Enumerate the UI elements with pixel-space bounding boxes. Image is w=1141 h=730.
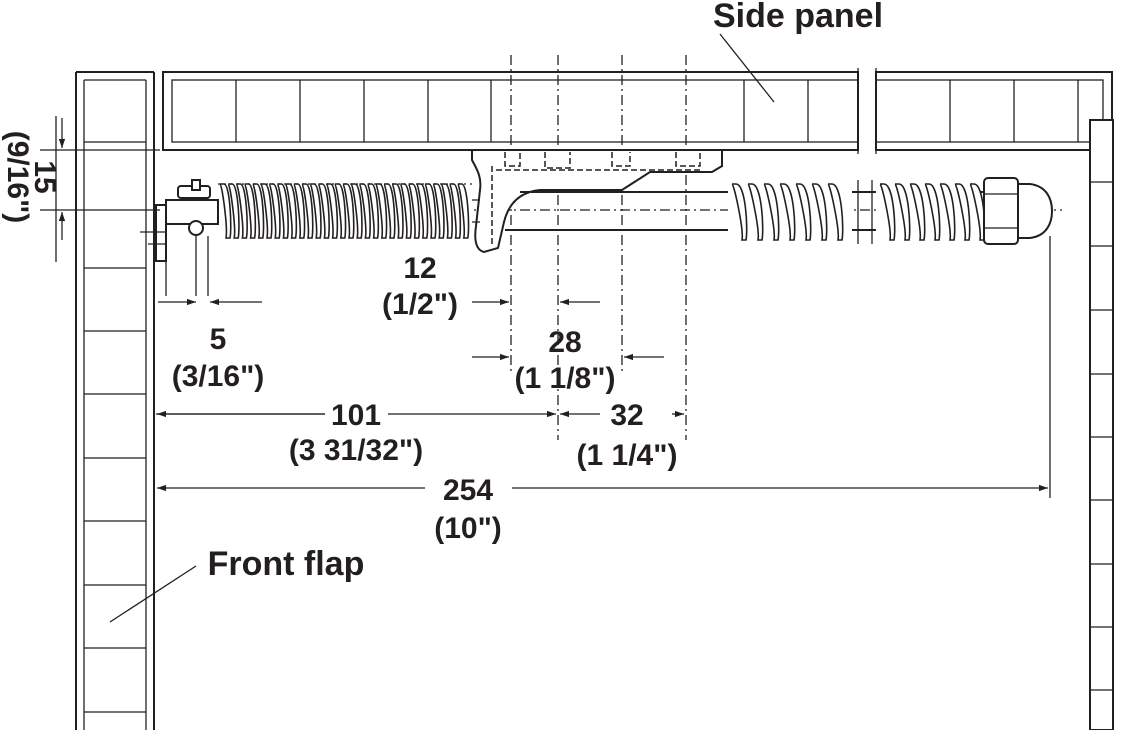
spring-coil	[440, 183, 453, 239]
spring-coil	[268, 183, 281, 239]
side-panel	[162, 68, 1113, 154]
spring-coil	[448, 183, 462, 239]
spring-coil	[284, 183, 298, 239]
dim-12-mm: 12	[403, 252, 436, 285]
dim-101-in: (3 31/32")	[289, 434, 423, 467]
spring-coil	[879, 183, 896, 241]
spring-coil	[731, 183, 748, 241]
rear-panel	[1089, 119, 1114, 730]
side-panel-label: Side panel	[713, 0, 883, 35]
dim-28-mm: 28	[548, 326, 581, 359]
left-spring	[218, 183, 472, 239]
spring-coil	[939, 183, 956, 241]
spring-coil	[763, 183, 780, 241]
spring-coil	[457, 183, 470, 239]
spring-coil	[811, 183, 828, 241]
spring-coil	[827, 183, 844, 241]
front-flap	[75, 71, 155, 730]
spring-coil	[325, 183, 339, 239]
center-lines	[160, 55, 1062, 440]
spring-coil	[424, 183, 437, 239]
front-flap-label: Front flap	[208, 545, 365, 583]
spring-coil	[407, 183, 421, 239]
spring-coil	[219, 183, 232, 239]
spring-coil	[924, 183, 941, 241]
spring-coil	[334, 183, 347, 239]
spring-coil	[317, 183, 330, 239]
spring-coil	[747, 183, 764, 241]
spring-coil	[235, 183, 248, 239]
spring-coil	[375, 183, 388, 239]
spring-coil	[795, 183, 812, 241]
spring-coil	[243, 183, 257, 239]
spring-coil	[954, 183, 971, 241]
dim-5-mm: 5	[210, 323, 227, 356]
spring-coil	[358, 183, 371, 239]
dim-5-in: (3/16")	[172, 360, 265, 393]
mounting-bracket	[471, 149, 723, 254]
side-panel-cells	[235, 80, 1079, 142]
spring-coil	[293, 183, 306, 239]
left-fitting	[140, 179, 219, 296]
spring-coil	[301, 183, 314, 239]
spring-coil	[260, 183, 273, 239]
spring-coil	[252, 183, 265, 239]
right-spring	[728, 180, 986, 244]
dim-12-in: (1/2")	[382, 288, 458, 321]
end-cap-nut	[983, 177, 1054, 245]
dim-254-mm: 254	[443, 474, 493, 507]
dim-15-in: (9/16")	[1, 131, 34, 224]
dim-15-mm: 15	[28, 160, 61, 193]
dim-32-in: (1 1/4")	[577, 439, 678, 472]
spring-coil	[366, 183, 380, 239]
spring-coil	[399, 183, 412, 239]
spring-coil	[342, 183, 355, 239]
spring-coil	[909, 183, 926, 241]
spring-coil	[227, 183, 240, 239]
spring-coil	[779, 183, 796, 241]
spring-coil	[350, 183, 363, 239]
spring-coil	[391, 183, 404, 239]
dim-28-in: (1 1/8")	[515, 362, 616, 395]
spring-coil	[383, 183, 396, 239]
dim-254-in: (10")	[434, 512, 502, 545]
dimension-lines	[40, 33, 1051, 623]
spring-coil	[309, 183, 322, 239]
spring-coil	[416, 183, 429, 239]
spring-coil	[276, 183, 289, 239]
dim-32-mm: 32	[610, 399, 643, 432]
spring-coil	[432, 183, 445, 239]
dim-101-mm: 101	[331, 399, 381, 432]
spring-coil	[894, 183, 911, 241]
front-flap-cells	[84, 141, 146, 713]
spring-coil	[969, 183, 986, 241]
